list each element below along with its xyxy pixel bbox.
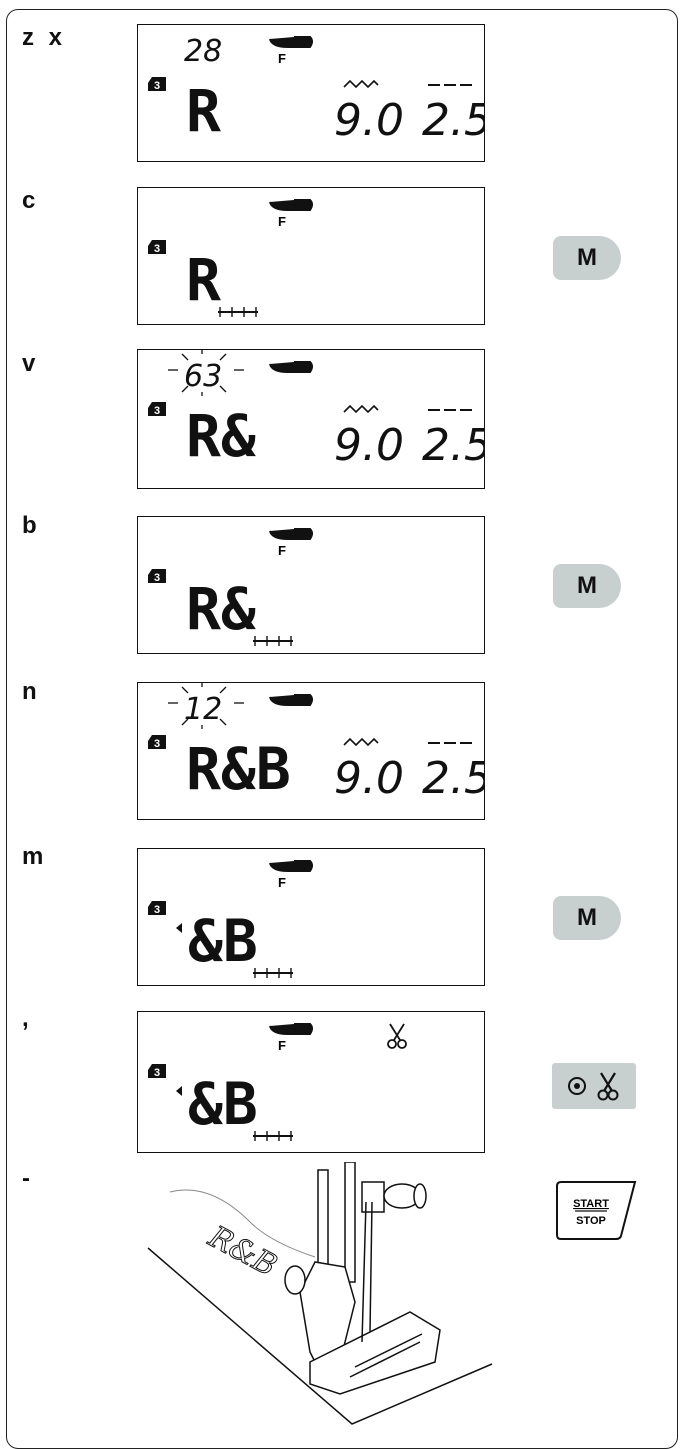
lcd-screen: 3 F&B bbox=[137, 1011, 485, 1153]
memory-icon: 3 bbox=[148, 569, 166, 584]
lcd-screen: 3 F R bbox=[137, 187, 485, 325]
zigzag-width-icon bbox=[343, 79, 379, 89]
presser-foot-icon: F bbox=[269, 36, 313, 66]
pattern-number: 12 bbox=[184, 692, 222, 727]
pattern-number: 28 bbox=[184, 34, 222, 69]
memory-button[interactable]: M bbox=[553, 236, 621, 280]
stitch-width-value: 9.0 bbox=[334, 95, 404, 146]
fabric-fold bbox=[169, 1189, 316, 1258]
step-label: , bbox=[22, 1005, 33, 1032]
lcd-screen: 3 F R& bbox=[137, 516, 485, 654]
pattern-characters: &B bbox=[188, 1070, 258, 1138]
memory-button-label: M bbox=[577, 904, 597, 931]
foot-label: F bbox=[278, 875, 286, 890]
memory-icon: 3 bbox=[148, 402, 166, 417]
lcd-screen: 3 12R&B 9.0 2.5 bbox=[137, 682, 485, 820]
pattern-characters: &B bbox=[188, 907, 258, 975]
presser-foot-icon: F bbox=[269, 199, 313, 229]
step-label: m bbox=[22, 843, 48, 870]
stop-label: STOP bbox=[576, 1215, 606, 1227]
memory-button[interactable]: M bbox=[553, 564, 621, 608]
memory-number: 3 bbox=[154, 80, 160, 92]
blink-indicator bbox=[168, 350, 244, 396]
step-label: z x bbox=[22, 24, 67, 51]
step-label: v bbox=[22, 350, 40, 377]
step-label: b bbox=[22, 512, 41, 539]
pattern-characters: R bbox=[186, 77, 221, 145]
lcd-screen: 3 63R&9.0 2.5 bbox=[137, 349, 485, 489]
cursor-icon bbox=[253, 636, 293, 646]
start-label: START bbox=[573, 1198, 609, 1210]
memory-icon: 3 bbox=[148, 240, 166, 255]
memory-icon: 3 bbox=[148, 735, 166, 750]
memory-number: 3 bbox=[154, 904, 160, 916]
memory-number: 3 bbox=[154, 1067, 160, 1079]
auto-lock-trim-button[interactable] bbox=[552, 1063, 636, 1109]
foot-label: F bbox=[278, 543, 286, 558]
fabric-edge bbox=[147, 1247, 493, 1425]
scroll-left-icon bbox=[176, 1086, 182, 1096]
presser-foot-icon bbox=[269, 694, 313, 706]
cursor-icon bbox=[253, 1131, 293, 1141]
memory-number: 3 bbox=[154, 738, 160, 750]
zigzag-width-icon bbox=[343, 737, 379, 747]
lcd-screen: 3 F 28R 9.0 2.5 bbox=[137, 24, 485, 162]
stitch-length-value: 2.5 bbox=[422, 753, 484, 804]
memory-icon: 3 bbox=[148, 1064, 166, 1079]
cursor-icon bbox=[253, 968, 293, 978]
memory-button-label: M bbox=[577, 244, 597, 271]
lcd-screen: 3 F&B bbox=[137, 848, 485, 986]
memory-number: 3 bbox=[154, 572, 160, 584]
step-label: n bbox=[22, 678, 41, 705]
start-stop-button[interactable]: START STOP bbox=[553, 1180, 639, 1242]
pattern-characters: R bbox=[186, 246, 221, 314]
presser-foot-icon: F bbox=[269, 860, 313, 890]
pattern-characters: R& bbox=[186, 575, 256, 643]
presser-foot-icon: F bbox=[269, 528, 313, 558]
foot-label: F bbox=[278, 51, 286, 66]
memory-icon: 3 bbox=[148, 77, 166, 92]
step-label: c bbox=[22, 187, 40, 214]
sewn-text: R&B bbox=[202, 1219, 282, 1284]
memory-number: 3 bbox=[154, 243, 160, 255]
scroll-left-icon bbox=[176, 923, 182, 933]
lock-stitch-icon bbox=[568, 1077, 586, 1095]
presser-foot-icon bbox=[269, 361, 313, 373]
foot-label: F bbox=[278, 214, 286, 229]
foot-label: F bbox=[278, 1038, 286, 1053]
stitch-length-value: 2.5 bbox=[422, 420, 484, 471]
memory-button[interactable]: M bbox=[553, 896, 621, 940]
cursor-icon bbox=[218, 307, 258, 317]
blink-indicator bbox=[168, 683, 244, 729]
presser-foot-icon: F bbox=[269, 1023, 313, 1053]
memory-button-label: M bbox=[577, 572, 597, 599]
presser-foot-icon bbox=[284, 1162, 441, 1395]
sewing-illustration: R&B bbox=[147, 1162, 493, 1425]
scissors-icon bbox=[387, 1023, 407, 1049]
stitch-length-value: 2.5 bbox=[422, 95, 484, 146]
scissors-icon bbox=[597, 1072, 619, 1101]
stitch-width-value: 9.0 bbox=[334, 420, 404, 471]
pattern-number: 63 bbox=[184, 359, 222, 394]
pattern-characters: R&B bbox=[186, 735, 291, 803]
step-label: - bbox=[22, 1165, 34, 1192]
stitch-width-value: 9.0 bbox=[334, 753, 404, 804]
memory-icon: 3 bbox=[148, 901, 166, 916]
zigzag-width-icon bbox=[343, 404, 379, 414]
pattern-characters: R& bbox=[186, 402, 256, 470]
memory-number: 3 bbox=[154, 405, 160, 417]
